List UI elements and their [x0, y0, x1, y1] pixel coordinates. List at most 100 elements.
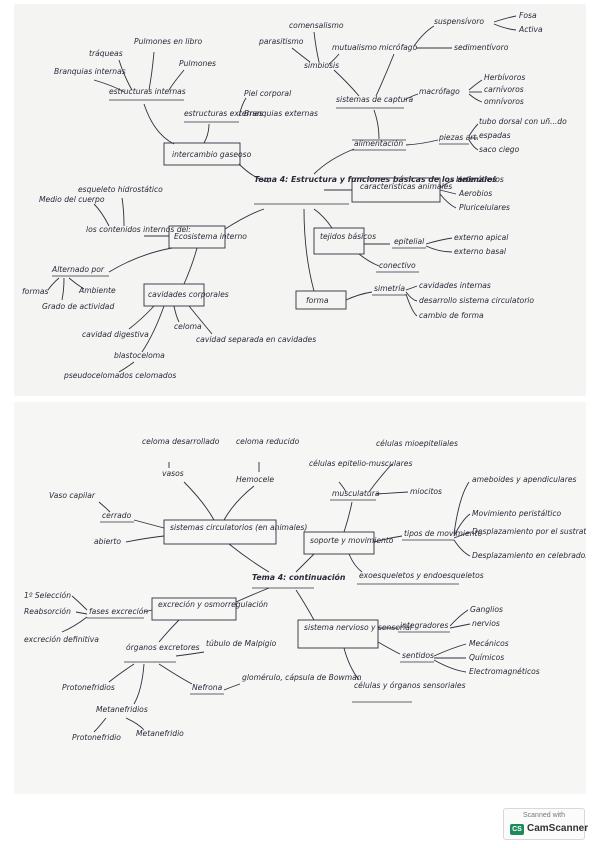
node-pluricelulares: Pluricelulares — [459, 203, 510, 212]
node-electromagneticos: Electromagnéticos — [469, 667, 540, 676]
center-title-1: Tema 4: Estructura y funciones básicas d… — [254, 175, 497, 184]
node-heterotrofos: Heterótrofos — [456, 175, 504, 184]
node-celulas-mioepiteliales: células mioepiteliales — [376, 439, 458, 448]
node-metanefridios: Metanefridios — [96, 705, 148, 714]
node-miocitos: miocitos — [410, 487, 442, 496]
node-cavidades-internas: cavidades internas — [419, 281, 491, 290]
node-integradores: integradores — [400, 621, 448, 630]
mind-map-1-diagram: Tema 4: Estructura y funciones básicas d… — [22, 11, 567, 380]
node-formas: formas — [22, 287, 48, 296]
box-soporte — [303, 531, 375, 555]
node-hemocele: Hemocele — [236, 475, 274, 484]
node-desplazamiento-celebrados: Desplazamiento en celebrados — [472, 551, 586, 560]
node-abierto: abierto — [94, 537, 121, 546]
node-vasos: vasos — [162, 469, 184, 478]
box-sistemas-circulatorios — [163, 519, 277, 545]
box-tejidos — [313, 227, 365, 255]
node-vaso-capilar: Vaso capilar — [49, 491, 96, 500]
node-tipos-movimiento: tipos de movimiento — [404, 529, 482, 538]
node-fosa: Fosa — [519, 11, 537, 20]
node-organos-excretores: órganos excretores — [126, 643, 200, 652]
node-fases-excrecion: fases excreción — [89, 607, 148, 616]
node-alternado: Alternado por — [51, 265, 105, 274]
node-piel-corporal: Piel corporal — [244, 89, 292, 98]
node-pulmones-libro: Pulmones en libro — [134, 37, 202, 46]
node-metanefridio: Metanefridio — [136, 729, 184, 738]
node-musculatura: musculatura — [332, 489, 380, 498]
node-parasitismo: parasitismo — [258, 37, 304, 46]
node-mecanicos: Mecánicos — [469, 639, 509, 648]
node-ameboides: ameboides y apendiculares — [472, 475, 577, 484]
node-desarrollo-sistema: desarrollo sistema circulatorio — [419, 296, 534, 305]
node-grado-actividad: Grado de actividad — [42, 302, 114, 311]
node-cambio-forma: cambio de forma — [419, 311, 484, 320]
node-pulmones: Pulmones — [179, 59, 216, 68]
node-soporte: soporte y movimiento — [310, 536, 394, 545]
node-macrofago: macrófago — [419, 87, 460, 96]
node-suspensivoro: suspensívoro — [434, 17, 484, 26]
node-saco-ciego: saco ciego — [479, 145, 520, 154]
node-caracteristicas: características animales — [360, 182, 452, 191]
node-simetria: simetría — [374, 284, 405, 293]
node-blastoceloma: blastoceloma — [114, 351, 165, 360]
node-epitelial: epitelial — [394, 237, 425, 246]
node-pseudocelomados: pseudocelomados celomados — [63, 371, 176, 380]
node-espadas: espadas — [479, 131, 511, 140]
mind-map-page-1: Tema 4: Estructura y funciones básicas d… — [14, 4, 586, 396]
node-alimentacion: alimentación — [354, 139, 403, 148]
node-desplazamiento-sustrato: Desplazamiento por el sustrato — [472, 527, 586, 536]
node-aerobios: Aerobios — [458, 189, 492, 198]
node-sentidos: sentidos — [402, 651, 434, 660]
mind-map-2-diagram: Tema 4: continuación sistemas circulator… — [24, 437, 586, 742]
camscanner-logo-icon: CS — [510, 824, 524, 835]
node-tubulo-malpigio: túbulo de Malpigio — [206, 639, 277, 648]
node-excrecion-definitiva: excreción definitiva — [24, 635, 99, 644]
node-activa: Activa — [518, 25, 543, 34]
node-mutualismo: mutualismo — [332, 43, 377, 52]
node-externo-apical: externo apical — [454, 233, 509, 242]
node-nefrona: Nefrona — [192, 683, 223, 692]
node-protonefridio: Protonefridio — [72, 733, 121, 742]
node-ambiente: Ambiente — [78, 286, 116, 295]
node-quimicos: Químicos — [469, 653, 504, 662]
node-intercambio: intercambio gaseoso — [172, 150, 252, 159]
node-piezas-art: piezas art. — [438, 133, 479, 142]
node-branquias-internas: Branquias internas — [54, 67, 126, 76]
node-seleccion: 1º Selección — [24, 591, 71, 600]
mind-map-page-2: Tema 4: continuación sistemas circulator… — [14, 402, 586, 794]
node-estructuras-internas: estructuras internas — [109, 87, 186, 96]
node-comensalismo: comensalismo — [289, 21, 344, 30]
node-cavidad-digestiva: cavidad digestiva — [82, 330, 149, 339]
box-excrecion — [151, 597, 237, 621]
node-contenidos: los contenidos internos del: — [86, 225, 191, 234]
camscanner-name: CamScanner — [527, 823, 589, 834]
node-omnivoros: omnívoros — [484, 97, 524, 106]
node-exoesqueletos: exoesqueletos y endoesqueletos — [359, 571, 484, 580]
node-traqueas: tráqueas — [89, 49, 123, 58]
node-sistemas-circulatorios: sistemas circulatorios (en animales) — [170, 523, 307, 532]
node-cavidades: cavidades corporales — [148, 290, 229, 299]
node-cavidad-separada: cavidad separada en cavidades — [196, 335, 316, 344]
node-simbiosis: simbiosis — [304, 61, 339, 70]
node-cerrado: cerrado — [102, 511, 132, 520]
node-tubo-dorsal: tubo dorsal con uñ...do — [479, 117, 567, 126]
node-celoma: celoma — [174, 322, 202, 331]
node-ganglios: Ganglios — [470, 605, 503, 614]
node-celulas-organos: células y órganos sensoriales — [354, 681, 466, 690]
node-medio-cuerpo: Medio del cuerpo — [39, 195, 105, 204]
node-reabsorcion: Reabsorción — [24, 607, 71, 616]
camscanner-badge: Scanned with CS CamScanner — [503, 808, 589, 840]
node-celoma-desarrollado: celoma desarrollado — [142, 437, 220, 446]
node-conectivo: conectivo — [379, 261, 416, 270]
center-title-2: Tema 4: continuación — [252, 573, 346, 582]
node-sistemas-captura: sistemas de captura — [336, 95, 414, 104]
node-protonefridios: Protonefridios — [62, 683, 115, 692]
node-excrecion: excreción y osmorregulación — [158, 600, 268, 609]
node-esqueleto: esqueleto hidrostático — [78, 185, 163, 194]
node-celulas-musculares: células epitelio-musculares — [309, 459, 412, 468]
node-ecosistema: Ecosistema interno — [174, 232, 247, 241]
scanned-with-label: Scanned with — [522, 812, 566, 819]
node-forma: forma — [306, 296, 329, 305]
node-sistema-nervioso: sistema nervioso y sensorial — [304, 623, 413, 632]
node-externo-basal: externo basal — [454, 247, 507, 256]
